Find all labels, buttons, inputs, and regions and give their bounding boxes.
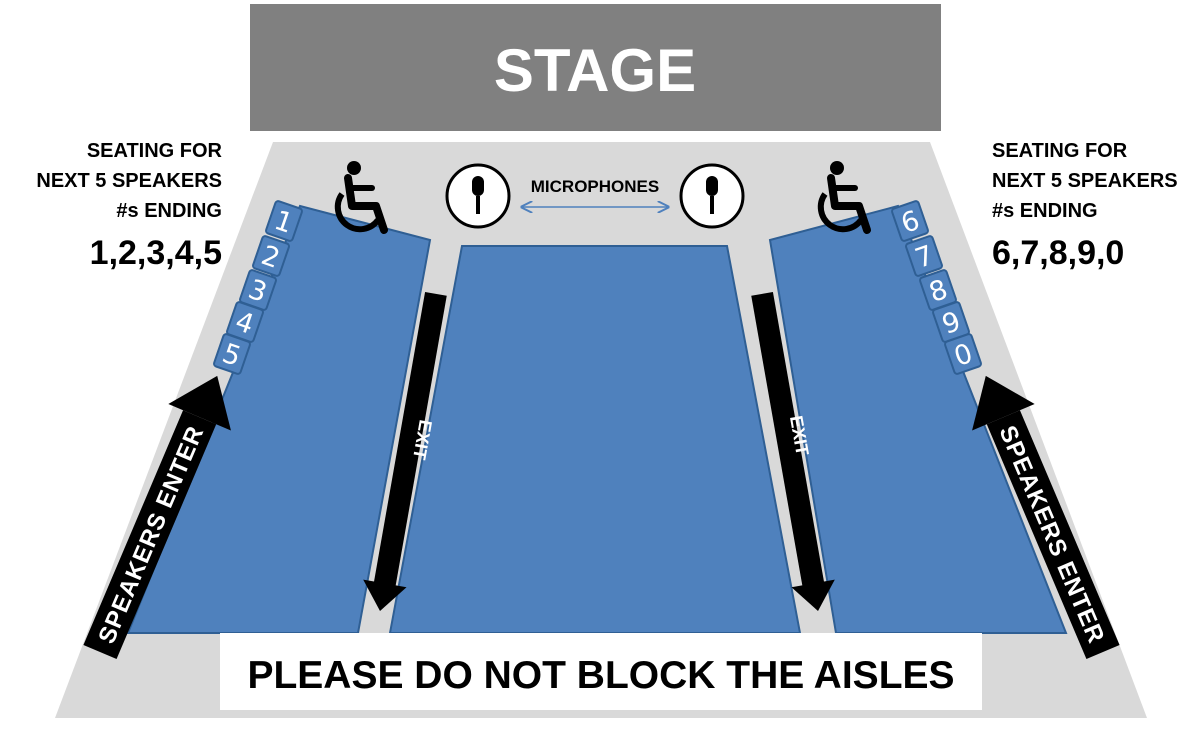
seat-6: 6 bbox=[891, 200, 929, 242]
left-info-line: SEATING FOR bbox=[87, 140, 223, 162]
microphones-label: MICROPHONES bbox=[531, 177, 659, 196]
seat-5: 5 bbox=[213, 333, 251, 375]
microphone-icon bbox=[445, 163, 511, 229]
seating-section-center bbox=[388, 245, 802, 634]
stage-label: STAGE bbox=[494, 37, 696, 104]
left-info-line: NEXT 5 SPEAKERS bbox=[36, 170, 222, 192]
seat-0: 0 bbox=[944, 333, 982, 375]
left-speaker-seats: 1 2 3 4 5 bbox=[213, 200, 303, 375]
right-speaker-seats: 6 7 8 9 0 bbox=[891, 200, 982, 375]
seating-section-right bbox=[768, 204, 1068, 634]
right-info-line: #s ENDING bbox=[992, 200, 1098, 222]
right-seating-info: SEATING FOR NEXT 5 SPEAKERS #s ENDING 6,… bbox=[992, 140, 1178, 272]
seat-8: 8 bbox=[919, 269, 957, 311]
aisle-notice-text: PLEASE DO NOT BLOCK THE AISLES bbox=[247, 654, 954, 697]
seat-2: 2 bbox=[252, 235, 290, 277]
left-seating-info: SEATING FOR NEXT 5 SPEAKERS #s ENDING 1,… bbox=[36, 140, 222, 272]
seat-3: 3 bbox=[239, 269, 277, 311]
exit-arrow-right: EXIT bbox=[751, 291, 835, 611]
aisle-notice-box bbox=[220, 633, 982, 710]
right-info-digits: 6,7,8,9,0 bbox=[992, 234, 1124, 272]
exit-arrow-left: EXIT bbox=[363, 291, 447, 611]
microphone-icon bbox=[679, 163, 745, 229]
right-info-line: NEXT 5 SPEAKERS bbox=[992, 170, 1178, 192]
stage-area bbox=[250, 4, 941, 131]
seat-1: 1 bbox=[265, 200, 303, 242]
right-info-line: SEATING FOR bbox=[992, 140, 1128, 162]
left-info-digits: 1,2,3,4,5 bbox=[90, 234, 222, 272]
seat-7: 7 bbox=[905, 235, 943, 277]
left-info-line: #s ENDING bbox=[116, 200, 222, 222]
